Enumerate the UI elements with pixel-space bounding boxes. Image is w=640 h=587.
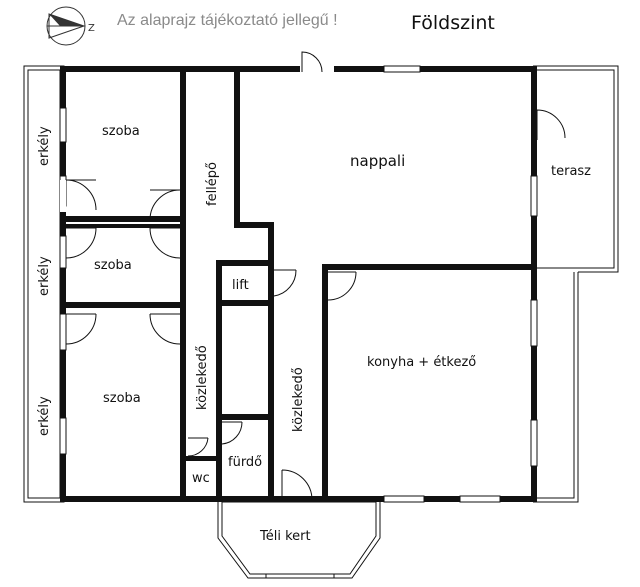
disclaimer-note: Az alaprajz tájékoztató jellegű ! (117, 12, 338, 29)
label-balcony-1: erkély (37, 126, 52, 166)
compass-rose: Z (46, 6, 95, 46)
label-room-1: szoba (102, 124, 140, 139)
label-balcony-3: erkély (37, 396, 52, 436)
label-balcony-2: erkély (37, 256, 52, 296)
label-living-room: nappali (350, 152, 405, 170)
level-title: Földszint (411, 12, 495, 34)
label-corridor-1: közlekedő (195, 345, 210, 410)
walls (60, 66, 537, 502)
label-winter-garden: Téli kert (259, 529, 311, 544)
label-terrace: terasz (551, 164, 591, 179)
label-wc: wc (192, 471, 210, 486)
label-kitchen-dining: konyha + étkező (367, 355, 476, 370)
label-bathroom: fürdő (228, 455, 262, 470)
label-room-3: szoba (103, 391, 141, 406)
label-lift: lift (232, 278, 249, 293)
label-stair-landing: fellépő (205, 162, 220, 206)
room-labels: erkély erkély erkély szoba szoba szoba f… (37, 124, 591, 544)
label-corridor-2: közlekedő (291, 367, 306, 432)
windows (59, 65, 538, 579)
compass-letter: Z (88, 23, 95, 34)
label-room-2: szoba (94, 258, 132, 273)
doors (60, 51, 566, 501)
